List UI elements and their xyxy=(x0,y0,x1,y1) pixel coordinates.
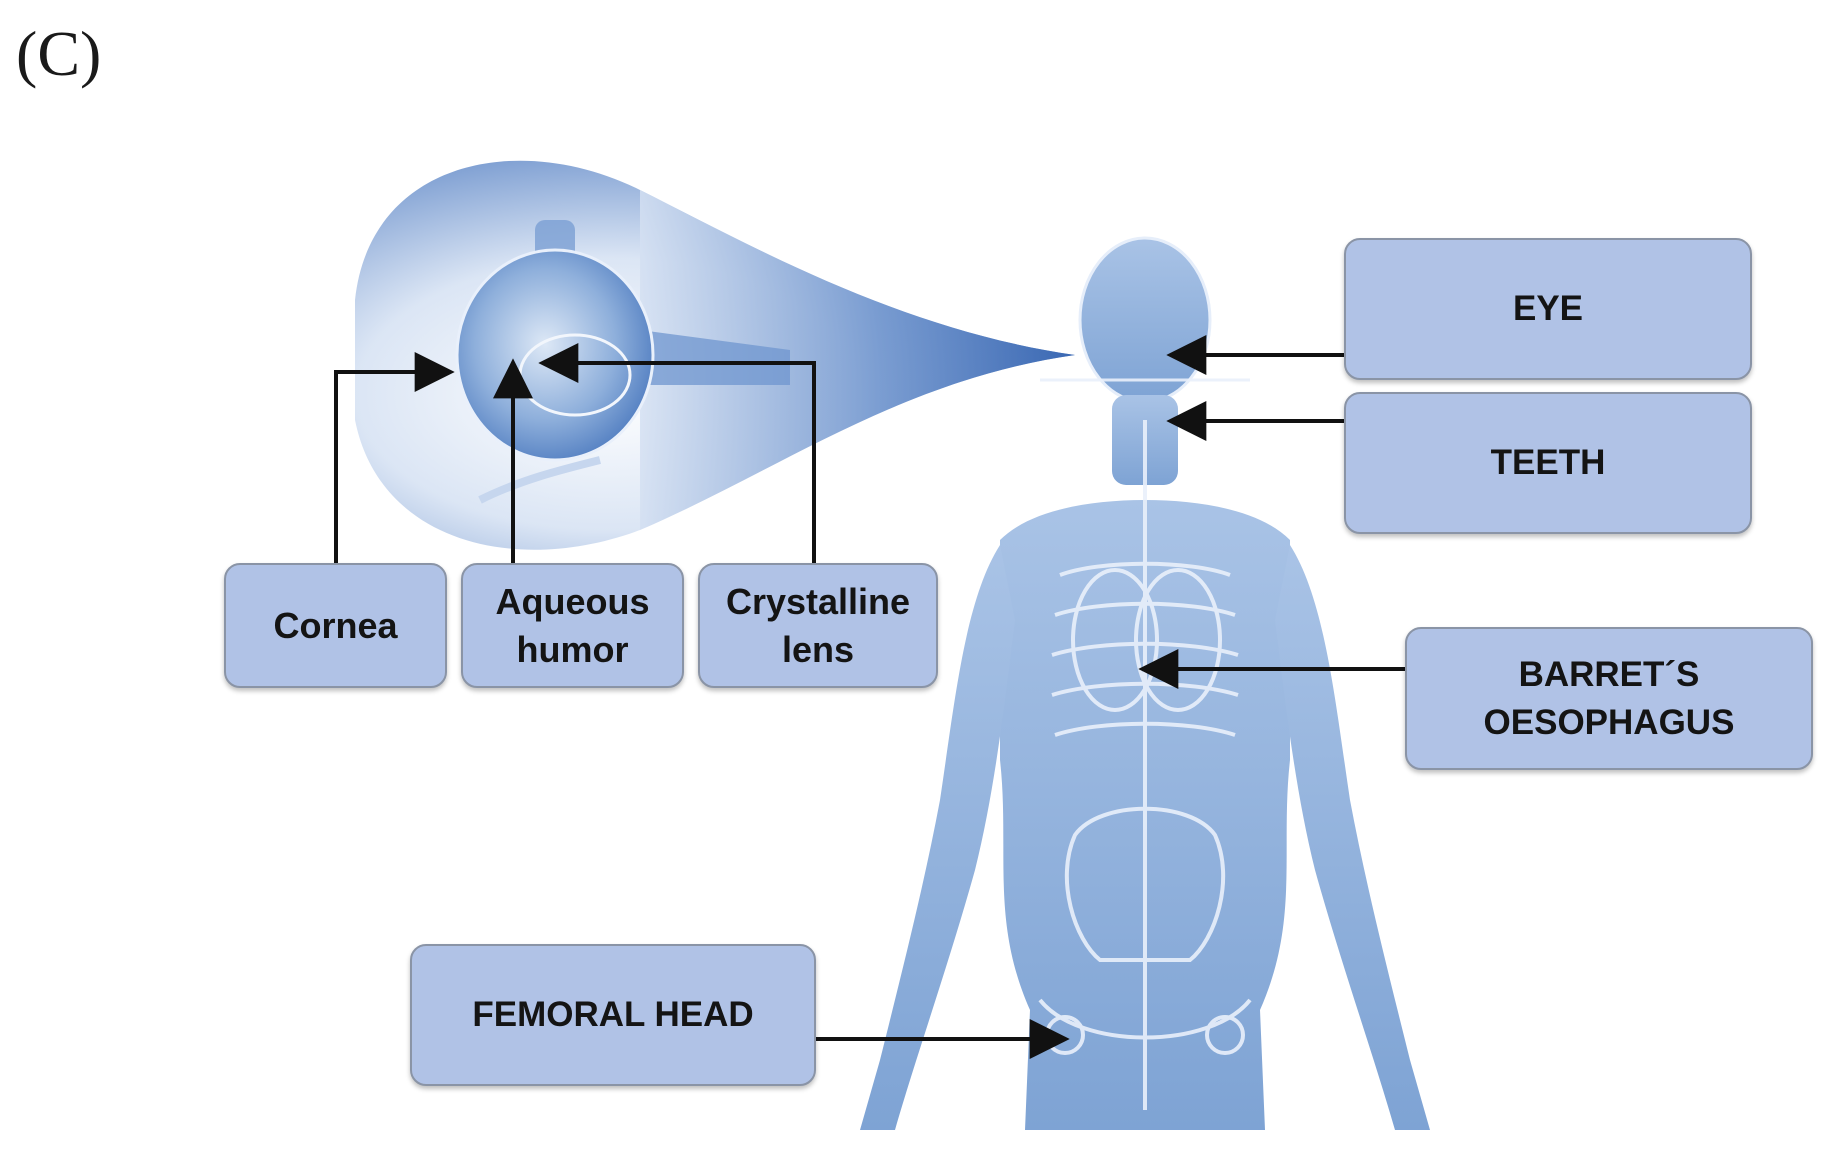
label-box-crystalline-lens: Crystalline lens xyxy=(698,563,938,688)
label-cornea: Cornea xyxy=(273,604,398,646)
body-arrows xyxy=(816,335,1405,1059)
eye-detail-arrows xyxy=(334,343,816,563)
label-box-cornea: Cornea xyxy=(224,563,447,688)
label-box-aqueous-humor: Aqueous humor xyxy=(461,563,684,688)
label-aqueous-line-2: humor xyxy=(516,628,629,670)
panel-label: (C) xyxy=(16,18,102,89)
label-barrett-line-2: OESOPHAGUS xyxy=(1483,702,1735,742)
label-box-eye: EYE xyxy=(1344,238,1752,380)
label-box-barretts-oesophagus: BARRET´S OESOPHAGUS xyxy=(1405,627,1813,770)
arrow-cornea xyxy=(334,352,455,563)
label-eye: EYE xyxy=(1512,289,1584,328)
label-barrett-line-1: BARRET´S xyxy=(1518,654,1700,694)
arrow-crystalline-lens xyxy=(538,343,816,563)
label-box-femoral-head: FEMORAL HEAD xyxy=(410,944,816,1086)
label-lens-line-2: lens xyxy=(781,628,855,670)
human-body-icon xyxy=(860,236,1430,1130)
label-lens-line-1: Crystalline xyxy=(725,580,911,622)
label-teeth: TEETH xyxy=(1490,443,1606,482)
label-box-teeth: TEETH xyxy=(1344,392,1752,534)
label-aqueous-line-1: Aqueous xyxy=(495,580,650,622)
label-femoral-head: FEMORAL HEAD xyxy=(472,995,754,1034)
